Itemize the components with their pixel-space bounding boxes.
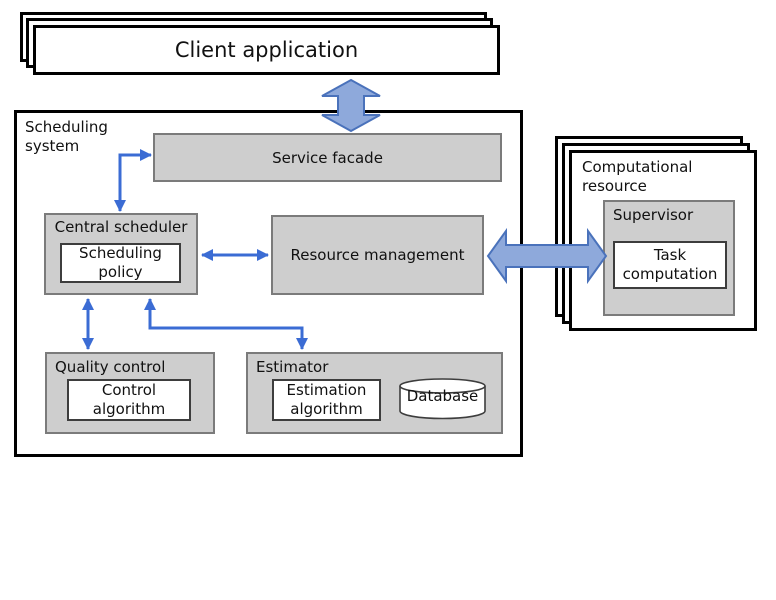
client-application-box: Client application [33, 25, 500, 75]
resource-management-label: Resource management [290, 246, 465, 264]
client-application-label: Client application [174, 38, 359, 62]
database-cylinder: Database [398, 377, 487, 421]
task-computation-box: Task computation [613, 241, 727, 289]
control-algorithm-label: Control algorithm [92, 381, 166, 418]
estimation-algorithm-label: Estimation algorithm [286, 381, 367, 418]
estimation-algorithm-box: Estimation algorithm [272, 379, 381, 421]
scheduling-policy-box: Scheduling policy [60, 243, 181, 283]
task-computation-label: Task computation [622, 246, 718, 283]
database-label: Database [406, 387, 479, 405]
central-scheduler-label: Central scheduler [54, 218, 188, 236]
quality-control-label: Quality control [55, 358, 166, 376]
resource-management-box: Resource management [271, 215, 484, 295]
database-cylinder-shape [399, 378, 486, 420]
service-facade-label: Service facade [272, 148, 383, 167]
scheduling-system-label: Scheduling system [25, 118, 108, 155]
computational-resource-label: Computational resource [582, 158, 693, 195]
control-algorithm-box: Control algorithm [67, 379, 191, 421]
supervisor-label: Supervisor [613, 206, 694, 224]
scheduling-policy-label: Scheduling policy [79, 244, 162, 281]
service-facade-box: Service facade [153, 133, 502, 182]
estimator-label: Estimator [256, 358, 329, 376]
